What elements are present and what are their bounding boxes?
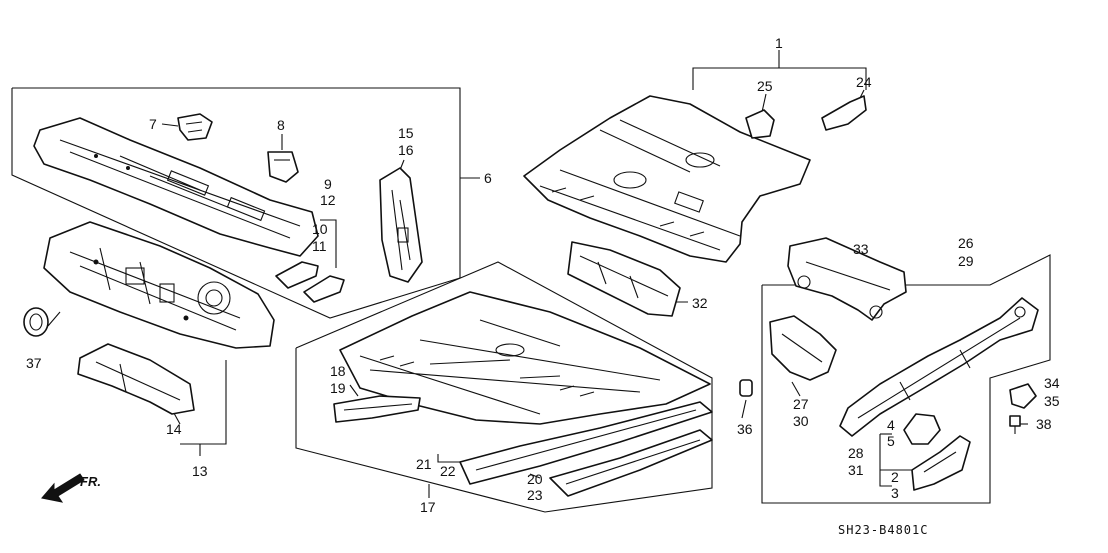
bracket-10-11 <box>275 261 345 303</box>
label-37: 37 <box>26 355 42 371</box>
label-33: 33 <box>853 241 869 257</box>
bracket-24 <box>821 95 867 131</box>
label-22: 22 <box>440 463 456 479</box>
rear-frame-group-outline <box>761 254 1051 504</box>
rear-floor-panel <box>523 95 811 263</box>
bracket-8 <box>267 151 299 183</box>
label-35: 35 <box>1044 393 1060 409</box>
bolt-38 <box>1009 415 1021 434</box>
label-34: 34 <box>1044 375 1060 391</box>
plug-36 <box>739 379 753 397</box>
front-arrow-icon <box>41 473 85 503</box>
label-21: 21 <box>416 456 432 472</box>
label-29: 29 <box>958 253 974 269</box>
label-20: 20 <box>527 471 543 487</box>
bracket-7 <box>177 113 213 141</box>
label-13: 13 <box>192 463 208 479</box>
label-26: 26 <box>958 235 974 251</box>
label-24: 24 <box>856 74 872 90</box>
label-9: 9 <box>324 176 332 192</box>
label-7: 7 <box>149 116 157 132</box>
label-2: 2 <box>891 469 899 485</box>
sill-18-19 <box>333 395 421 423</box>
label-12: 12 <box>320 192 336 208</box>
bracket-27-30 <box>769 315 837 381</box>
label-1: 1 <box>775 35 783 51</box>
label-27: 27 <box>793 396 809 412</box>
label-11: 11 <box>312 238 327 254</box>
label-36: 36 <box>737 421 753 437</box>
label-4: 4 <box>887 417 895 433</box>
grommet-37 <box>23 307 49 337</box>
bracket-21-22 <box>437 454 462 463</box>
label-32: 32 <box>692 295 708 311</box>
label-6: 6 <box>484 170 492 186</box>
bracket-28-31 <box>879 434 892 487</box>
bracket-13 <box>180 360 227 445</box>
crossmember-33 <box>787 237 907 321</box>
crossmember-32 <box>567 241 681 317</box>
dashboard-upper-panel <box>33 117 319 257</box>
label-23: 23 <box>527 487 543 503</box>
bracket-9-12 <box>320 219 337 268</box>
label-30: 30 <box>793 413 809 429</box>
panel-14 <box>77 343 195 415</box>
label-17: 17 <box>420 499 436 515</box>
front-floor-group-outline <box>295 261 713 513</box>
label-8: 8 <box>277 117 285 133</box>
pillar-15-16 <box>379 167 423 283</box>
rear-floor-bracket <box>692 67 867 90</box>
front-direction-label: FR. <box>80 474 101 489</box>
bracket-34-35 <box>1009 383 1037 409</box>
part-number-labels: 1 2 3 4 5 6 7 8 9 10 11 12 13 14 15 16 1… <box>26 35 1060 515</box>
dashboard-group-outline <box>11 87 461 319</box>
label-25: 25 <box>757 78 773 94</box>
front-floor-panel <box>339 291 711 425</box>
diagram-code: SH23-B4801C <box>838 523 928 537</box>
label-3: 3 <box>891 485 899 501</box>
bracket-4-5 <box>903 413 941 445</box>
dashboard-lower-panel <box>43 221 275 349</box>
label-28: 28 <box>848 445 864 461</box>
label-5: 5 <box>887 433 895 449</box>
label-19: 19 <box>330 380 346 396</box>
label-18: 18 <box>330 363 346 379</box>
label-38: 38 <box>1036 416 1052 432</box>
bracket-25 <box>745 109 775 139</box>
bracket-2-3 <box>911 435 971 491</box>
label-10: 10 <box>312 221 328 237</box>
sill-21-22 <box>459 401 713 485</box>
frame-26-29 <box>839 297 1039 437</box>
label-16: 16 <box>398 142 414 158</box>
group-outlines <box>11 50 1051 513</box>
label-15: 15 <box>398 125 414 141</box>
label-31: 31 <box>848 462 864 478</box>
label-14: 14 <box>166 421 182 437</box>
sill-20-23 <box>549 429 713 497</box>
front-direction-indicator: FR. <box>41 473 101 503</box>
